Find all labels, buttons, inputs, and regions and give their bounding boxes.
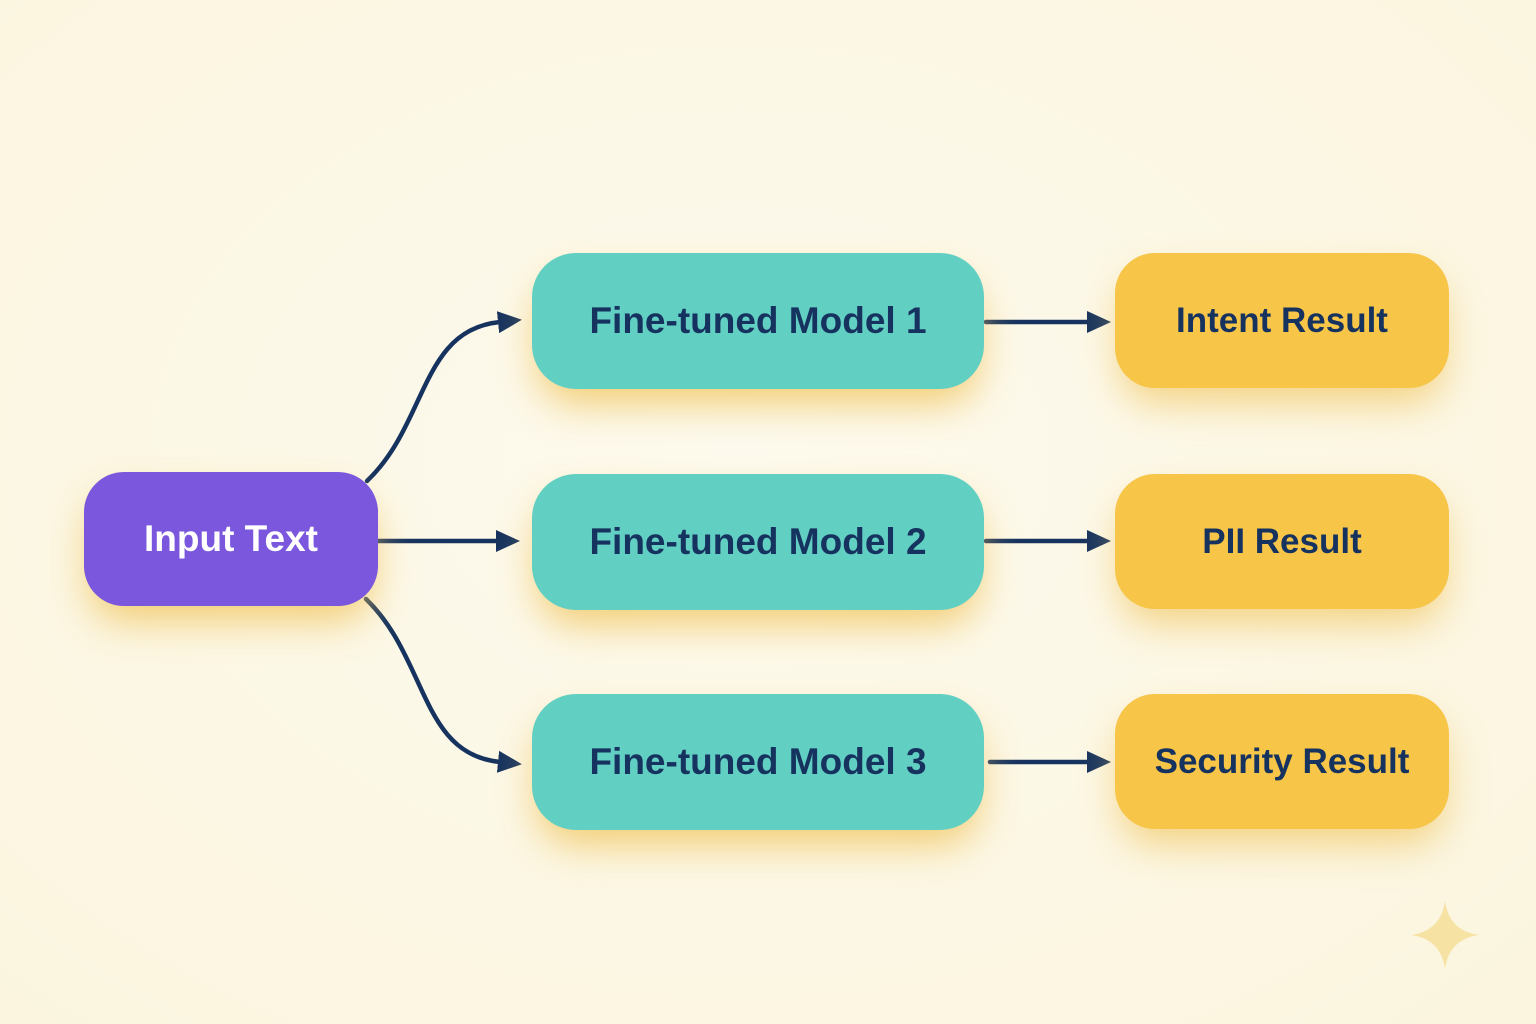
node-pii-result-label: PII Result (1202, 521, 1362, 561)
node-fine-tuned-model-3: Fine-tuned Model 3 (532, 694, 984, 830)
node-fine-tuned-model-2: Fine-tuned Model 2 (532, 474, 984, 610)
node-fine-tuned-model-2-label: Fine-tuned Model 2 (589, 521, 927, 562)
edge-input-to-model1 (364, 311, 522, 484)
sparkle-icon (1411, 901, 1479, 969)
node-input-text-label: Input Text (143, 518, 318, 559)
node-security-result: Security Result (1115, 694, 1449, 829)
node-intent-result: Intent Result (1115, 253, 1449, 388)
node-input-text: Input Text (84, 472, 378, 606)
node-fine-tuned-model-1: Fine-tuned Model 1 (532, 253, 984, 389)
node-fine-tuned-model-1-label: Fine-tuned Model 1 (589, 300, 927, 341)
edge-input-to-model3 (363, 596, 522, 773)
node-fine-tuned-model-3-label: Fine-tuned Model 3 (589, 741, 927, 782)
node-security-result-label: Security Result (1154, 741, 1410, 781)
node-intent-result-label: Intent Result (1176, 300, 1388, 340)
node-pii-result: PII Result (1115, 474, 1449, 609)
